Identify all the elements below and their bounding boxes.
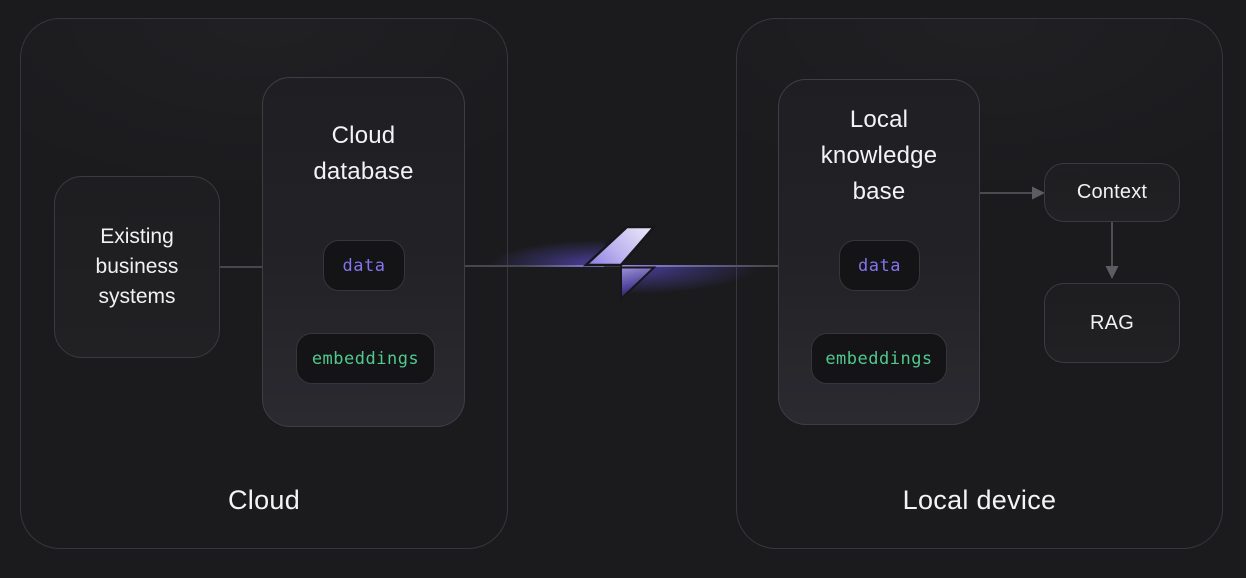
context-node: Context (1044, 163, 1180, 222)
lightning-bolt-icon (582, 225, 657, 302)
local-knowledge-base-title: Local knowledge base (820, 106, 938, 205)
cloud-embeddings-pill-label: embeddings (311, 348, 420, 369)
local-data-pill-label: data (858, 255, 901, 276)
local-device-group-label: Local device (902, 485, 1057, 515)
local-data-pill: data (839, 240, 920, 291)
cloud-data-pill: data (323, 240, 405, 291)
local-embeddings-pill-label: embeddings (825, 348, 933, 369)
context-label: Context (1076, 181, 1148, 203)
rag-node: RAG (1044, 283, 1180, 363)
existing-business-systems-node: Existing business systems (54, 176, 220, 358)
cloud-group-label: Cloud (227, 485, 301, 515)
cloud-database-title: Cloud database (313, 122, 414, 185)
cloud-data-pill-label: data (342, 255, 386, 276)
rag-label: RAG (1090, 311, 1134, 334)
existing-business-systems-label: Existing business systems (95, 225, 179, 308)
local-embeddings-pill: embeddings (811, 333, 947, 384)
cloud-embeddings-pill: embeddings (296, 333, 435, 384)
